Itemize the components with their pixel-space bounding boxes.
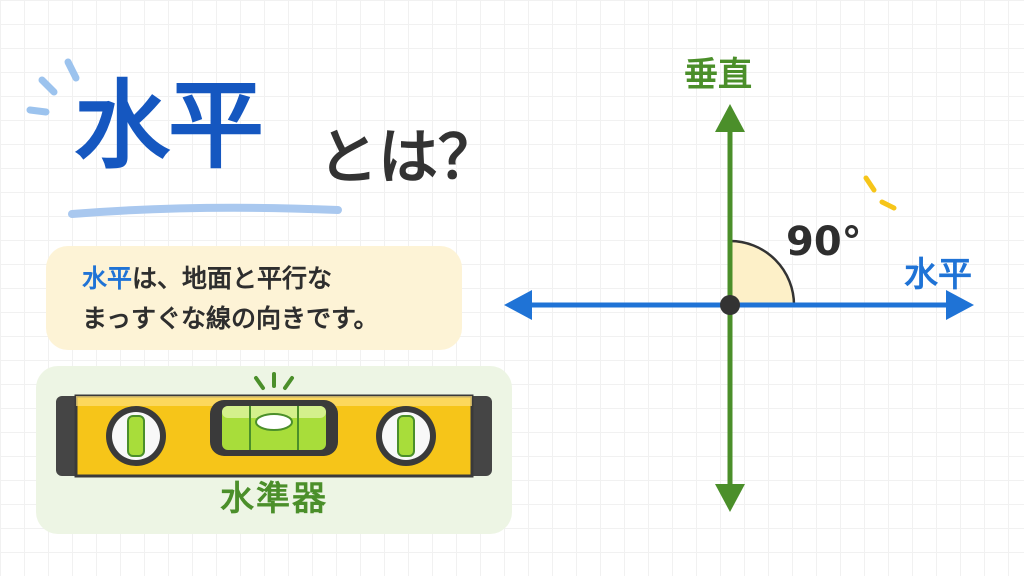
- vertical-axis-label: 垂直: [684, 55, 752, 95]
- horizontal-arrow-left: [504, 290, 532, 320]
- definition-box: 水平は、地面と平行な まっすぐな線の向きです。: [46, 246, 462, 350]
- definition-line-1: 水平は、地面と平行な: [82, 266, 332, 291]
- spirit-level-icon: [56, 372, 492, 478]
- definition-line-2: まっすぐな線の向きです。: [82, 304, 379, 333]
- vertical-arrow-bottom: [715, 484, 745, 512]
- horizontal-arrow-right: [946, 290, 974, 320]
- title-underline: [68, 203, 342, 218]
- page-subtitle: とは？: [318, 123, 498, 193]
- axis-diagram: [504, 104, 974, 512]
- definition-keyword: 水平: [82, 264, 133, 293]
- horizontal-axis-label: 水平: [904, 255, 972, 295]
- angle-label: 90°: [786, 219, 862, 265]
- vertical-arrow-top: [715, 104, 745, 132]
- spirit-level-label: 水準器: [220, 479, 328, 519]
- definition-text-1: は、地面と平行な: [132, 264, 333, 293]
- sparkle-icon: [254, 372, 294, 390]
- angle-sparkle-icon: [863, 175, 897, 211]
- origin-dot: [720, 295, 740, 315]
- spirit-level-box: 水準器: [36, 366, 512, 534]
- right-angle-wedge: [728, 239, 796, 307]
- page-title: 水平: [74, 70, 264, 182]
- title-sparkle-icon: [26, 58, 80, 116]
